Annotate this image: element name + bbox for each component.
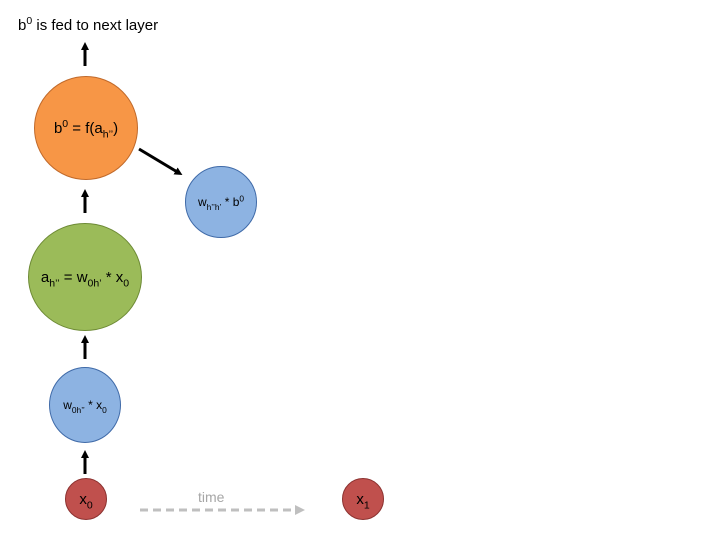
blue-node-recurrent-label: wh’’h’ * b0	[197, 193, 245, 212]
blue-node-recurrent: wh’’h’ * b0	[185, 166, 257, 238]
orange-node: b0 = f(ah’’)	[34, 76, 138, 180]
input-node-x1-label: x1	[356, 490, 370, 512]
green-node-label: ah’’ = w0h’ * x0	[40, 268, 130, 290]
input-node-x1: x1	[342, 478, 384, 520]
input-node-x0-label: x0	[79, 490, 93, 512]
input-node-x0: x0	[65, 478, 107, 520]
top-caption: b0 is fed to next layer	[18, 15, 159, 34]
blue-node-input-weight: w0h’’ * x0	[49, 367, 121, 443]
time-label: time	[198, 489, 225, 505]
green-node: ah’’ = w0h’ * x0	[28, 223, 142, 331]
orange-node-label: b0 = f(ah’’)	[53, 117, 119, 141]
arrow-diagonal-to-recurrent	[138, 147, 183, 176]
blue-node-input-weight-label: w0h’’ * x0	[63, 398, 107, 415]
